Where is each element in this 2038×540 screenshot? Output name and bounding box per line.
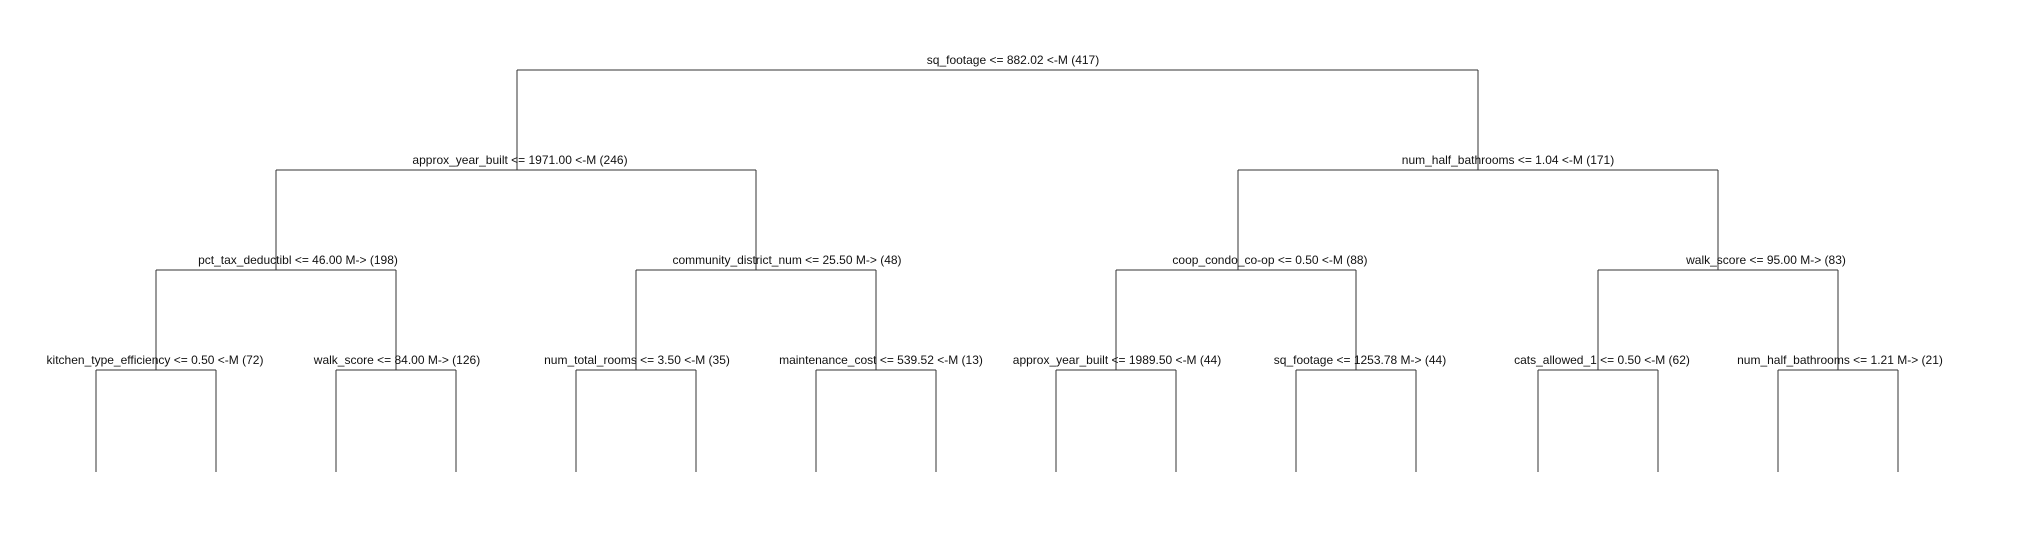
split-label-n11: maintenance_cost <= 539.52 <-M (13)	[779, 353, 983, 367]
split-label-n4: pct_tax_deductibl <= 46.00 M-> (198)	[198, 253, 398, 267]
split-label-n5: community_district_num <= 25.50 M-> (48)	[672, 253, 901, 267]
split-label-n15: num_half_bathrooms <= 1.21 M-> (21)	[1737, 353, 1943, 367]
split-label-n3: num_half_bathrooms <= 1.04 <-M (171)	[1402, 153, 1614, 167]
split-label-n6: coop_condo_co-op <= 0.50 <-M (88)	[1172, 253, 1367, 267]
split-label-n8: kitchen_type_efficiency <= 0.50 <-M (72)	[47, 353, 264, 367]
tree-edges	[95, 69, 1899, 472]
split-label-n9: walk_score <= 84.00 M-> (126)	[313, 353, 480, 367]
split-label-n2: approx_year_built <= 1971.00 <-M (246)	[412, 153, 627, 167]
split-label-n14: cats_allowed_1 <= 0.50 <-M (62)	[1514, 353, 1690, 367]
split-label-n10: num_total_rooms <= 3.50 <-M (35)	[544, 353, 730, 367]
tree-labels: sq_footage <= 882.02 <-M (417) approx_yea…	[47, 53, 1943, 367]
split-label-n1: sq_footage <= 882.02 <-M (417)	[927, 53, 1099, 67]
split-label-n13: sq_footage <= 1253.78 M-> (44)	[1274, 353, 1446, 367]
split-label-n7: walk_score <= 95.00 M-> (83)	[1685, 253, 1846, 267]
split-label-n12: approx_year_built <= 1989.50 <-M (44)	[1013, 353, 1221, 367]
